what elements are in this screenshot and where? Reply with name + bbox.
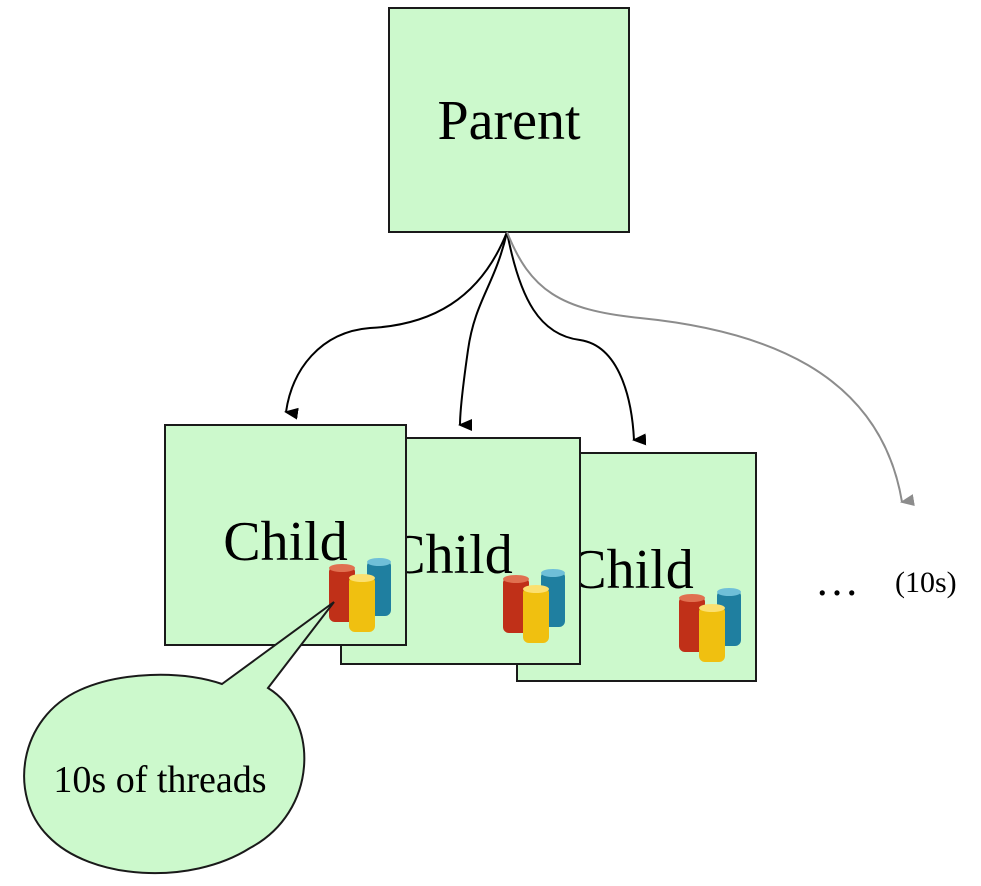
child-label-3: Child <box>569 539 694 601</box>
child-label-2: Child <box>388 524 513 586</box>
child-process-box-1: Child <box>164 424 407 646</box>
thread-spools-icon <box>329 558 391 632</box>
parent-process-box: Parent <box>388 7 630 233</box>
parent-label: Parent <box>437 90 581 152</box>
fork-arrow-1 <box>284 231 508 420</box>
fork-arrow-2 <box>458 231 508 432</box>
child-label-1: Child <box>223 511 348 573</box>
thread-spools-icon <box>503 569 565 643</box>
fork-arrow-3 <box>506 231 647 446</box>
more-children-count: (10s) <box>895 566 957 599</box>
callout-text: 10s of threads <box>53 759 267 801</box>
more-children-ellipsis: … <box>815 556 861 605</box>
thread-spools-icon <box>679 588 741 662</box>
